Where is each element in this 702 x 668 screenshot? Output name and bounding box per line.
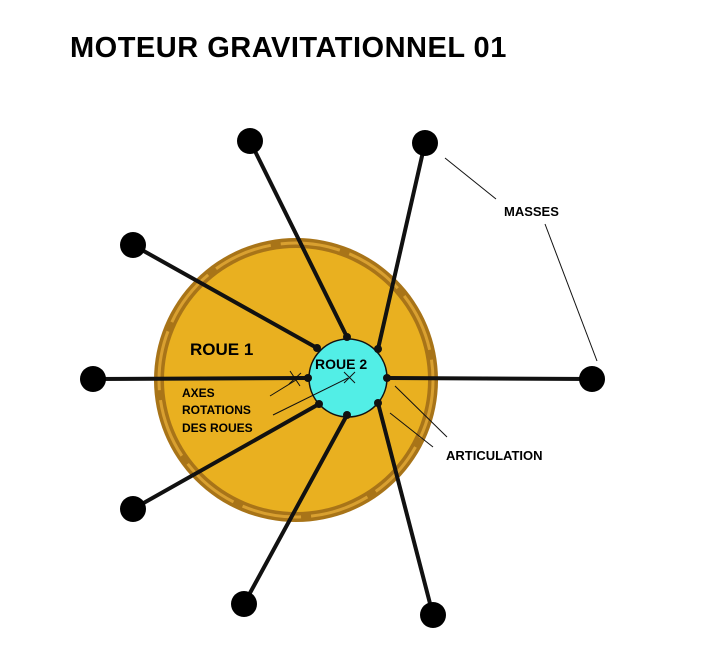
mass (231, 591, 257, 617)
label-roue-1: ROUE 1 (190, 340, 253, 359)
leader-line (272, 377, 349, 416)
rod (376, 141, 427, 351)
articulations (304, 333, 391, 419)
mass (412, 130, 438, 156)
label-axes: AXES (182, 386, 215, 400)
rod (385, 376, 594, 381)
rod (376, 401, 435, 617)
articulation-point (313, 344, 321, 352)
rod (91, 376, 310, 381)
articulation-point (374, 399, 382, 407)
articulation-point (315, 400, 323, 408)
mass (120, 232, 146, 258)
articulation-point (343, 333, 351, 341)
label-masses: MASSES (504, 204, 559, 219)
label-articulation: ARTICULATION (446, 448, 543, 463)
rotation-axes-markers (269, 370, 356, 416)
label-roue-2: ROUE 2 (315, 356, 367, 372)
rod (248, 139, 349, 339)
leader-line (269, 379, 297, 397)
articulation-point (374, 345, 382, 353)
rod (131, 402, 321, 511)
rod (131, 243, 319, 350)
articulation-point (383, 374, 391, 382)
mass (237, 128, 263, 154)
articulation-point (343, 411, 351, 419)
articulation-point (304, 374, 312, 382)
mass (420, 602, 446, 628)
label-des-roues: DES ROUES (182, 421, 253, 435)
leader-lines (389, 157, 598, 448)
mass (80, 366, 106, 392)
mass (579, 366, 605, 392)
rod (242, 413, 349, 606)
diagram-title: MOTEUR GRAVITATIONNEL 01 (70, 32, 507, 64)
rods (91, 139, 594, 617)
mass (120, 496, 146, 522)
label-rotations: ROTATIONS (182, 403, 251, 417)
masses (80, 128, 605, 628)
